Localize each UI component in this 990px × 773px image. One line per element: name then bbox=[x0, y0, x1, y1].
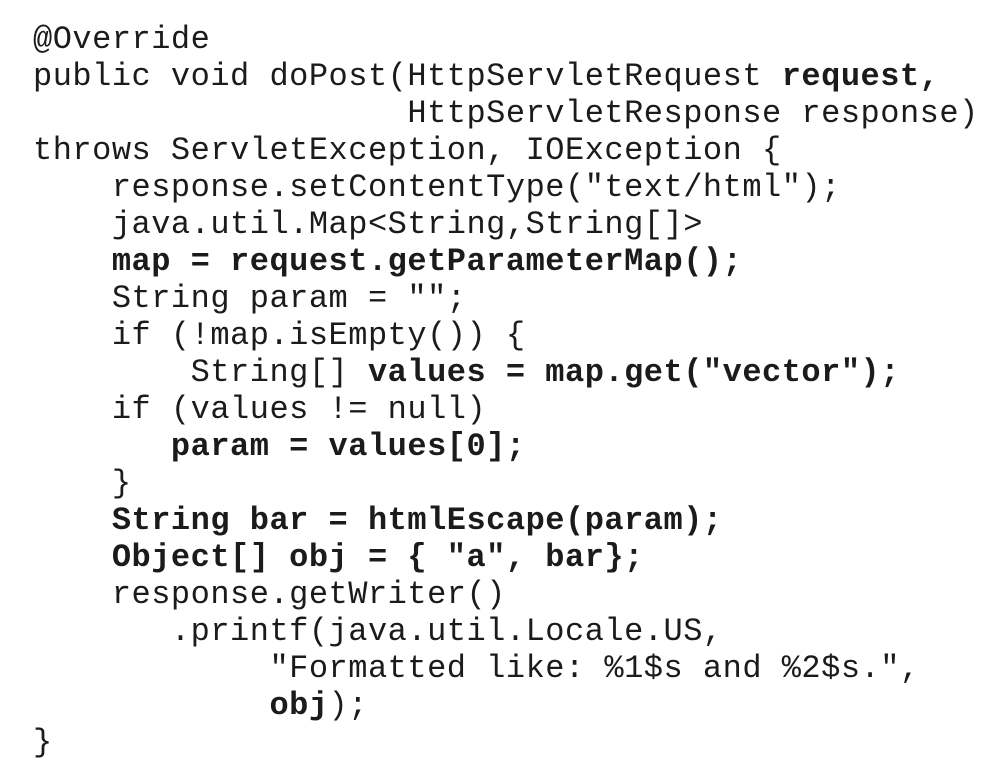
code-line: @Override bbox=[33, 21, 990, 58]
code-text-segment: HttpServletResponse response) bbox=[33, 95, 979, 132]
code-line: param = values[0]; bbox=[33, 428, 990, 465]
code-text-segment: "Formatted like: %1$s and %2$s.", bbox=[33, 650, 920, 687]
code-text-segment: ); bbox=[328, 687, 368, 724]
code-highlighted-segment: values = map.get("vector"); bbox=[367, 354, 900, 391]
code-line: public void doPost(HttpServletRequest re… bbox=[33, 58, 990, 95]
code-text-segment bbox=[33, 539, 112, 576]
code-text-segment: java.util.Map<String,String[]> bbox=[33, 206, 703, 243]
code-line: "Formatted like: %1$s and %2$s.", bbox=[33, 650, 990, 687]
code-line: throws ServletException, IOException { bbox=[33, 132, 990, 169]
code-text-segment: .printf(java.util.Locale.US, bbox=[33, 613, 723, 650]
code-line: } bbox=[33, 465, 990, 502]
code-text-segment bbox=[33, 428, 171, 465]
code-highlighted-segment: String bar = htmlEscape(param); bbox=[111, 502, 723, 539]
code-highlighted-segment: obj bbox=[269, 687, 329, 724]
code-text-segment bbox=[33, 502, 112, 539]
code-line: String[] values = map.get("vector"); bbox=[33, 354, 990, 391]
code-text-segment bbox=[33, 243, 112, 280]
code-text-segment: response.getWriter() bbox=[33, 576, 506, 613]
code-line: String param = ""; bbox=[33, 280, 990, 317]
code-line: String bar = htmlEscape(param); bbox=[33, 502, 990, 539]
code-text-segment: public void doPost(HttpServletRequest bbox=[33, 58, 782, 95]
code-line: } bbox=[33, 724, 990, 761]
code-text-segment: response.setContentType("text/html"); bbox=[33, 169, 841, 206]
code-text-segment: if (values != null) bbox=[33, 391, 487, 428]
code-line: .printf(java.util.Locale.US, bbox=[33, 613, 990, 650]
code-line: response.getWriter() bbox=[33, 576, 990, 613]
code-line: map = request.getParameterMap(); bbox=[33, 243, 990, 280]
code-highlighted-segment: param = values[0]; bbox=[170, 428, 526, 465]
code-text-segment: throws ServletException, IOException { bbox=[33, 132, 782, 169]
code-text-segment: } bbox=[33, 724, 53, 761]
code-line: response.setContentType("text/html"); bbox=[33, 169, 990, 206]
code-highlighted-segment: request, bbox=[781, 58, 940, 95]
code-text-segment: if (!map.isEmpty()) { bbox=[33, 317, 526, 354]
code-text-segment: String[] bbox=[33, 354, 368, 391]
code-line: Object[] obj = { "a", bar}; bbox=[33, 539, 990, 576]
code-text-segment: @Override bbox=[33, 21, 211, 58]
code-line: if (values != null) bbox=[33, 391, 990, 428]
code-highlighted-segment: Object[] obj = { "a", bar}; bbox=[111, 539, 644, 576]
code-text-segment: String param = ""; bbox=[33, 280, 467, 317]
code-line: if (!map.isEmpty()) { bbox=[33, 317, 990, 354]
code-line: obj); bbox=[33, 687, 990, 724]
code-line: HttpServletResponse response) bbox=[33, 95, 990, 132]
code-line: java.util.Map<String,String[]> bbox=[33, 206, 990, 243]
code-text-segment bbox=[33, 687, 269, 724]
code-text-segment: } bbox=[33, 465, 132, 502]
code-highlighted-segment: map = request.getParameterMap(); bbox=[111, 243, 743, 280]
